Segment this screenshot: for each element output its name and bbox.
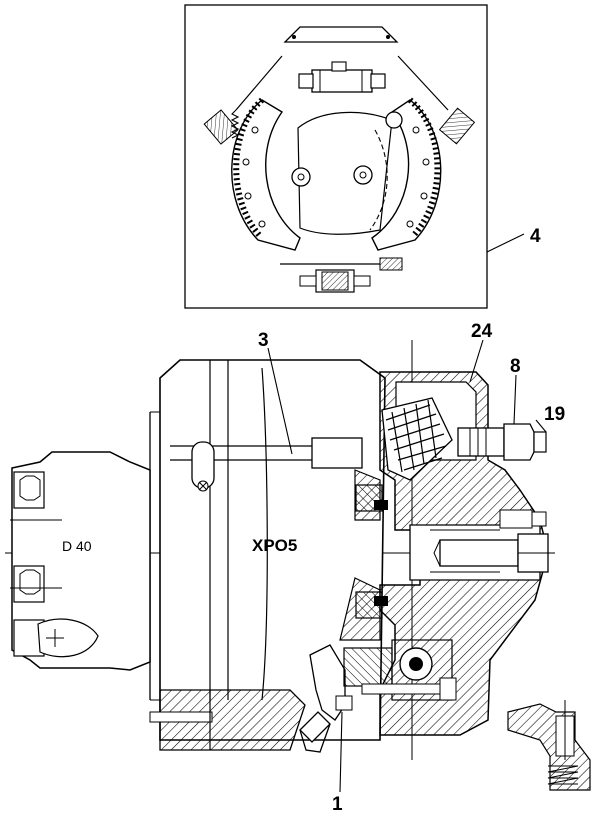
- adjuster-bolt: [457, 423, 547, 461]
- callout-4: 4: [530, 226, 541, 247]
- left-brake-shoe: [231, 97, 301, 251]
- callout-3: 3: [258, 330, 269, 351]
- right-return-spring: [397, 55, 476, 145]
- left-return-spring: [203, 55, 283, 145]
- detail-inset-small: [507, 700, 591, 791]
- mounting-flange: [10, 451, 151, 671]
- main-hub-assembly: [5, 340, 591, 791]
- leader-lines: [267, 233, 547, 793]
- housing-foot: [149, 689, 306, 751]
- callout-1: 1: [332, 794, 343, 815]
- right-brake-shoe: [371, 97, 442, 251]
- brake-shoe-inset: [184, 4, 488, 309]
- callout-19: 19: [544, 404, 565, 425]
- size-label: D 40: [62, 538, 92, 554]
- callout-8: 8: [510, 356, 521, 377]
- brake-cable: [170, 437, 363, 492]
- actuator-lever: [299, 639, 457, 753]
- adjuster-assembly: [280, 257, 403, 293]
- model-label: XPO5: [252, 536, 297, 555]
- wheel-cylinder-part: [298, 61, 386, 93]
- callout-24: 24: [471, 321, 493, 342]
- upper-brake-lining: [381, 397, 453, 481]
